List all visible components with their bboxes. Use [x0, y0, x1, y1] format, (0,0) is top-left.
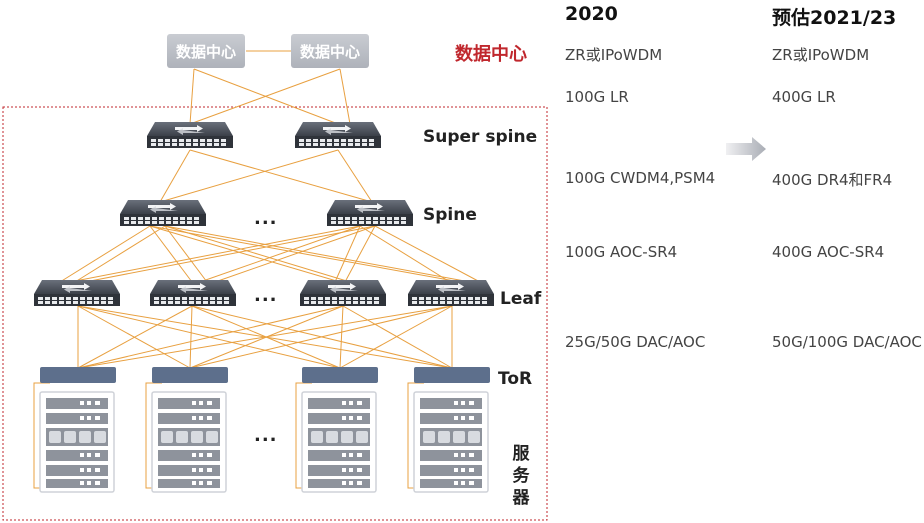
leaf-switch-1 [34, 280, 120, 306]
links [33, 50, 481, 489]
row-spine-forecast: 400G DR4和FR4 [772, 171, 893, 189]
super-spine-switch-2 [295, 122, 381, 148]
data-center-box-2: 数据中心 [291, 34, 369, 68]
leaf-ellipsis: ... [254, 285, 278, 306]
super-spine-switch-1 [147, 122, 233, 148]
column-header-2020: 2020 [565, 3, 618, 25]
column-header-forecast: 预估2021/23 [772, 7, 897, 29]
tor-switch-4 [414, 367, 490, 383]
leaf-switch-4 [408, 280, 494, 306]
row-spine-2020: 100G CWDM4,PSM4 [565, 169, 716, 187]
leaf-label: Leaf [500, 289, 542, 309]
server-rack-3 [301, 391, 377, 493]
row-leaf-2020: 100G AOC-SR4 [565, 243, 678, 261]
server-rack-1 [39, 391, 115, 493]
server-rack-2 [151, 391, 227, 493]
row-tor-2020: 25G/50G DAC/AOC [565, 333, 706, 351]
row-superspine-forecast: 400G LR [772, 88, 836, 106]
row-dc-forecast: ZR或IPoWDM [772, 46, 870, 64]
data-center-layer-label: 数据中心 [455, 44, 527, 65]
row-leaf-forecast: 400G AOC-SR4 [772, 243, 885, 261]
servers-label: 服 务 器 [512, 444, 530, 508]
row-tor-forecast: 50G/100G DAC/AOC [772, 333, 922, 351]
spine-ellipsis: ... [254, 208, 278, 229]
leaf-switch-2 [150, 280, 236, 306]
rack-ellipsis: ... [254, 425, 278, 446]
tor-label: ToR [498, 369, 533, 389]
spine-label: Spine [423, 205, 477, 225]
pod-frame [2, 106, 548, 521]
server-rack-4 [413, 391, 489, 493]
spine-switch-2 [327, 200, 413, 226]
tor-switch-2 [152, 367, 228, 383]
spine-switch-1 [120, 200, 206, 226]
data-center-box-1: 数据中心 [167, 34, 245, 68]
row-superspine-2020: 100G LR [565, 88, 629, 106]
tor-switch-1 [40, 367, 116, 383]
tor-switch-3 [302, 367, 378, 383]
super-spine-label: Super spine [423, 127, 538, 147]
right-arrow-icon [726, 137, 766, 161]
row-dc-2020: ZR或IPoWDM [565, 46, 663, 64]
leaf-switch-3 [300, 280, 386, 306]
